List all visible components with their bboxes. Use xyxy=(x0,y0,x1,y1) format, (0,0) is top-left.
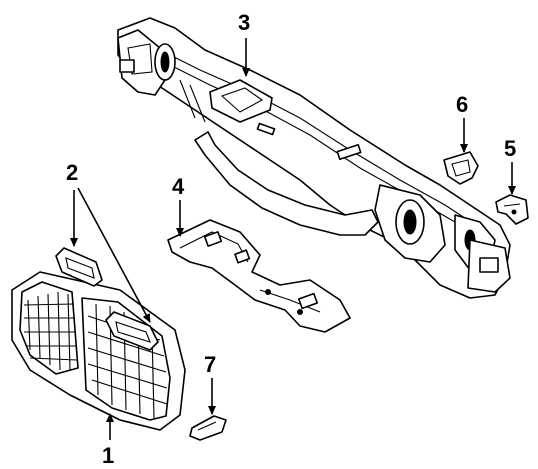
grille-bracket xyxy=(167,219,351,333)
leader-lines xyxy=(70,38,516,440)
emblem-plate-upper xyxy=(55,247,103,287)
emblem-plate-lower xyxy=(105,311,159,351)
callout-5: 5 xyxy=(504,136,516,161)
callout-4: 4 xyxy=(172,174,185,199)
insert-piece xyxy=(189,415,227,441)
callout-7: 7 xyxy=(204,352,216,377)
retainer xyxy=(443,151,479,185)
callout-2: 2 xyxy=(66,160,78,185)
clip-bracket xyxy=(495,194,529,225)
grille xyxy=(11,271,186,431)
callout-3: 3 xyxy=(238,10,250,35)
callout-6: 6 xyxy=(456,92,468,117)
radiator-support xyxy=(117,17,511,299)
callout-1: 1 xyxy=(102,443,114,468)
